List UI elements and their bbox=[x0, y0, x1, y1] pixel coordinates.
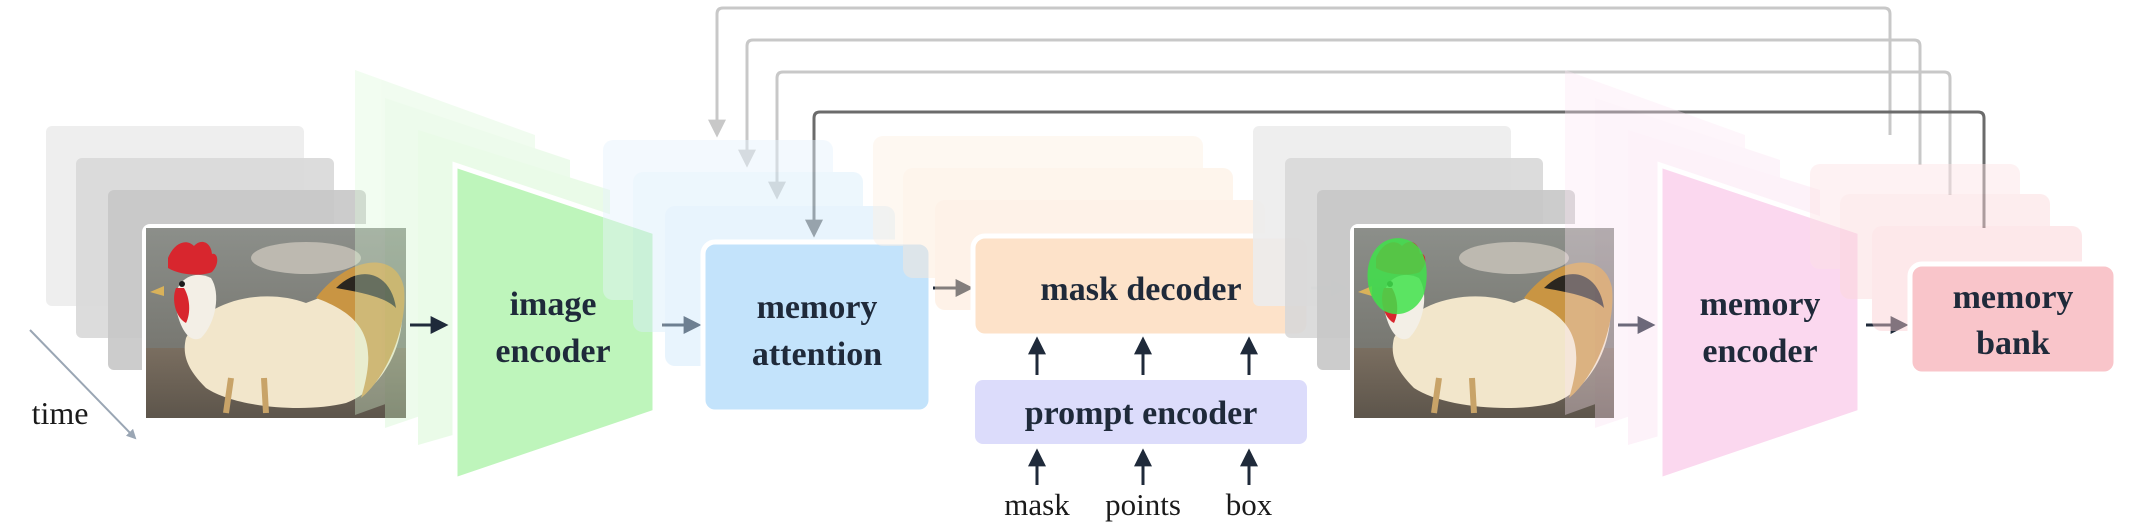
memory-bank-block bbox=[1907, 261, 2119, 377]
mask-decoder-label: mask decoder bbox=[1040, 271, 1241, 308]
memory-bank-label-line2: bank bbox=[1976, 325, 2050, 362]
feedback-arrow-3 bbox=[768, 70, 1952, 200]
time-arrow bbox=[29, 329, 137, 440]
output-frame-current bbox=[1354, 228, 1614, 418]
prompt-encoder-block bbox=[971, 376, 1311, 448]
output-frames-stack bbox=[1253, 126, 1616, 420]
memory-encoder-label-line2: encoder bbox=[1702, 333, 1817, 370]
memory-encoder-block bbox=[1657, 161, 1863, 484]
prompt-input-points: points bbox=[1105, 487, 1181, 522]
feedback-arrow-current bbox=[805, 110, 1986, 238]
feedback-arrow-1 bbox=[708, 6, 1892, 138]
memory-attention-block bbox=[700, 239, 934, 415]
feedback-arrow-2 bbox=[738, 38, 1922, 168]
image-encoder-label-line2: encoder bbox=[495, 333, 610, 370]
prompt-input-box: box bbox=[1226, 487, 1273, 522]
memory-attention-label-line1: memory bbox=[757, 289, 878, 326]
memory-encoder-label-line1: memory bbox=[1700, 286, 1821, 323]
segmentation-mask-overlay bbox=[1367, 238, 1427, 315]
input-frames-stack bbox=[46, 126, 408, 420]
memory-bank-label-line1: memory bbox=[1953, 279, 2074, 316]
memory-attention-label-line2: attention bbox=[752, 336, 882, 373]
time-label: time bbox=[32, 395, 89, 431]
prompt-input-mask: mask bbox=[1004, 487, 1070, 522]
prompt-encoder-label: prompt encoder bbox=[1025, 395, 1258, 432]
image-encoder-block bbox=[452, 161, 658, 484]
image-encoder-label-line1: image bbox=[510, 286, 597, 323]
